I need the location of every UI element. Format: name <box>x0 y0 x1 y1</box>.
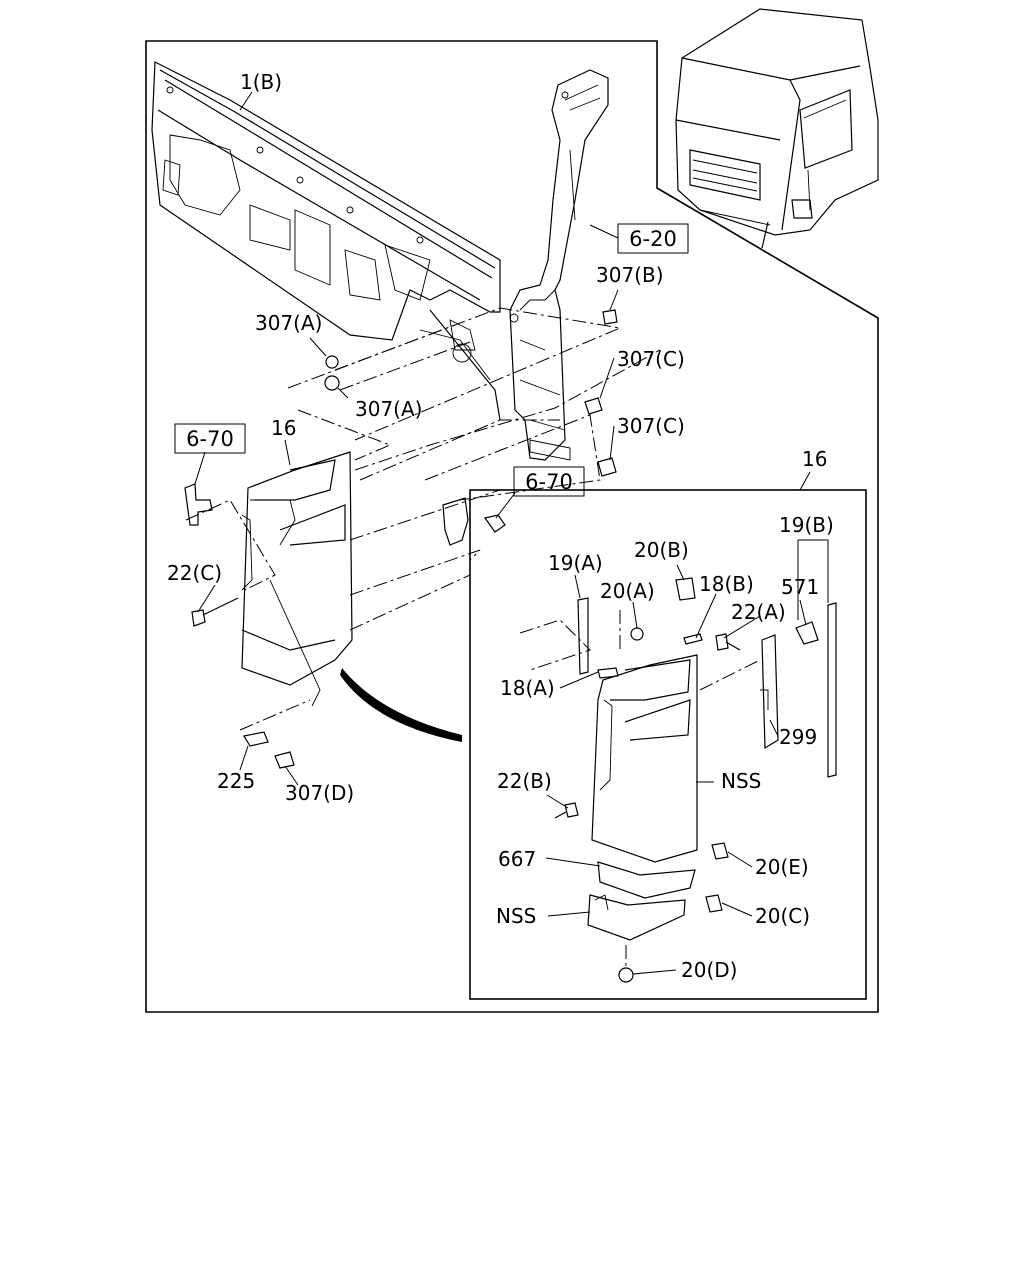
corner-cover-right <box>591 654 698 863</box>
detail-inset-frame <box>469 489 867 1000</box>
clip-225 <box>243 731 269 747</box>
callout-307d: 307(D) <box>285 781 354 805</box>
callout-20a: 20(A) <box>600 579 655 603</box>
screw-22b <box>554 802 579 819</box>
callout-16-right: 16 <box>802 447 827 471</box>
detail-arrow <box>340 668 462 742</box>
callout-667: 667 <box>498 847 536 871</box>
pad-18a <box>597 667 619 679</box>
callout-18b: 18(B) <box>699 572 754 596</box>
clip-307c-upper <box>584 397 603 415</box>
bracket-667 <box>597 861 696 899</box>
clip-307a-lower <box>324 375 340 391</box>
bracket-left <box>184 483 213 526</box>
callout-307b: 307(B) <box>596 263 664 287</box>
callout-19b: 19(B) <box>779 513 834 537</box>
truck-cab-overview <box>675 8 879 249</box>
clip-20d <box>618 967 634 983</box>
callout-307c-upper: 307(C) <box>617 347 685 371</box>
pad-18b <box>683 633 703 645</box>
clip-20b <box>675 577 696 601</box>
pillar-bracket <box>509 69 609 461</box>
clip-307a-upper <box>325 355 339 369</box>
callout-1b: 1(B) <box>240 70 282 94</box>
ref-box-6-20 <box>617 223 689 254</box>
strip-19a <box>577 597 589 675</box>
callout-20e: 20(E) <box>755 855 809 879</box>
ref-box-6-70-mid <box>513 466 585 497</box>
outer-frame <box>145 40 879 1013</box>
strip-19b <box>827 602 837 778</box>
clip-20e <box>711 842 729 860</box>
cowl-panel <box>151 61 501 421</box>
clip-20a <box>630 627 644 641</box>
screw-22a <box>715 633 741 651</box>
callout-6-70-mid[interactable]: 6-70 <box>525 470 573 494</box>
callout-299: 299 <box>779 725 817 749</box>
callout-225: 225 <box>217 769 255 793</box>
clip-307b <box>602 309 618 325</box>
clip-571 <box>795 621 819 645</box>
ref-box-6-70-left <box>174 423 246 454</box>
callout-6-70-left[interactable]: 6-70 <box>186 427 234 451</box>
lower-piece-nss <box>587 894 686 941</box>
leader-lines <box>194 91 829 975</box>
callout-20c: 20(C) <box>755 904 810 928</box>
callout-307c-lower: 307(C) <box>617 414 685 438</box>
assembly-lines <box>185 307 761 970</box>
bracket-299 <box>760 634 779 750</box>
callout-nss-cover: NSS <box>721 769 761 793</box>
callout-22c: 22(C) <box>167 561 222 585</box>
callout-307a-upper: 307(A) <box>255 311 322 335</box>
clip-307d <box>274 751 295 769</box>
clip-307c-lower <box>597 457 617 477</box>
callout-307a-lower: 307(A) <box>355 397 422 421</box>
callout-19a: 19(A) <box>548 551 603 575</box>
callout-22b: 22(B) <box>497 769 552 793</box>
bracket-mid <box>442 497 506 546</box>
clip-20c <box>705 894 723 913</box>
corner-cover-left <box>241 451 353 707</box>
callout-16-left: 16 <box>271 416 296 440</box>
callout-6-20[interactable]: 6-20 <box>629 227 677 251</box>
callout-nss-lower: NSS <box>496 904 536 928</box>
callout-20b: 20(B) <box>634 538 689 562</box>
callout-18a: 18(A) <box>500 676 555 700</box>
callout-571: 571 <box>781 575 819 599</box>
bolt-22c <box>191 597 239 627</box>
callout-22a: 22(A) <box>731 600 786 624</box>
callout-20d: 20(D) <box>681 958 737 982</box>
